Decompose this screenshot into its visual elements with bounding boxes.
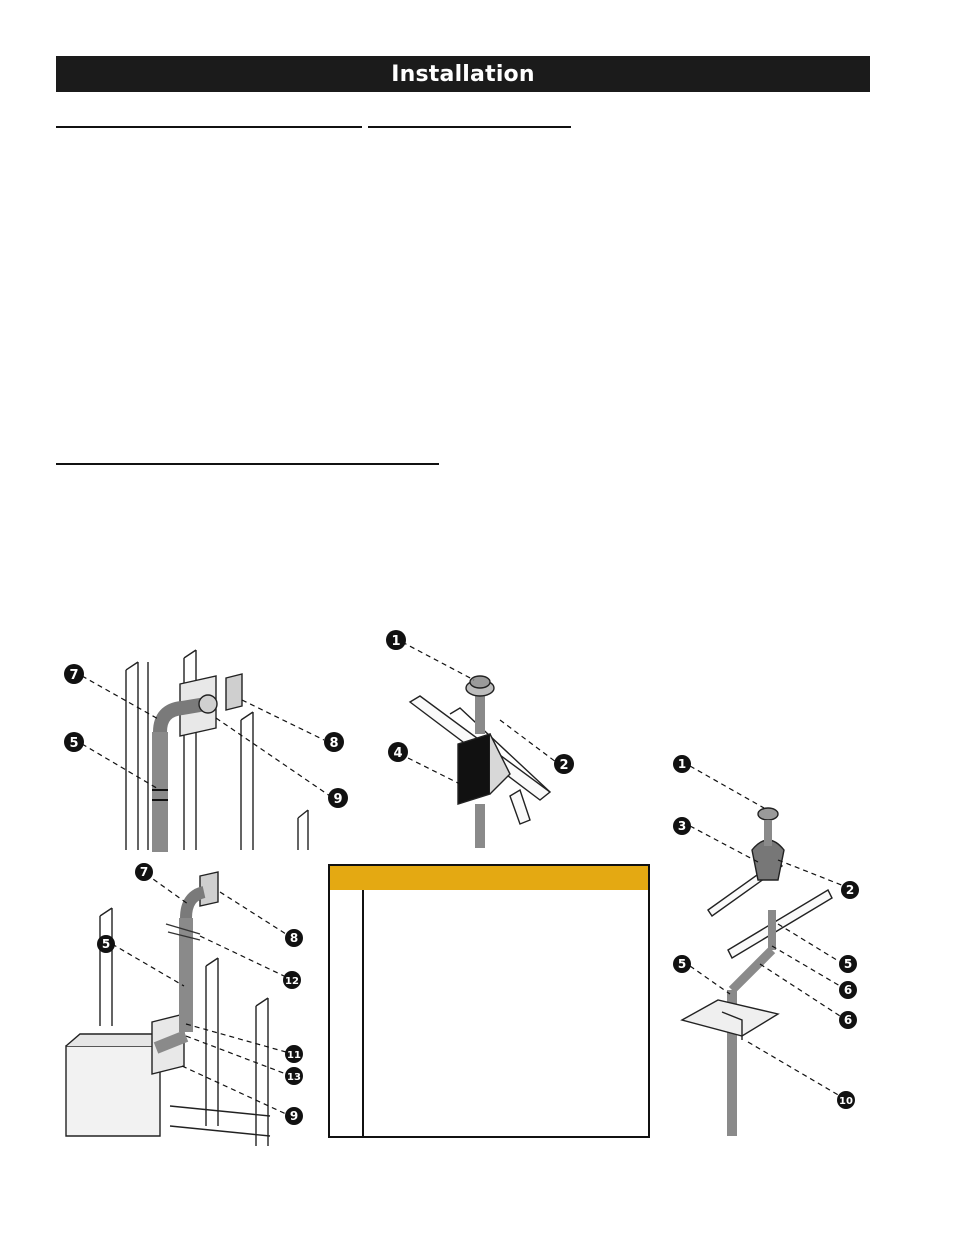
callout-number: 1 xyxy=(678,757,686,771)
callout-number: 11 xyxy=(287,1050,301,1061)
callout-number: 3 xyxy=(678,819,686,833)
callout-number: 4 xyxy=(393,746,402,761)
callout-number: 13 xyxy=(287,1072,301,1083)
parts-legend-column-divider xyxy=(362,890,364,1136)
callout-number: 7 xyxy=(69,668,78,683)
figure-roof-termination: 1 4 2 xyxy=(386,630,574,848)
figure-wall-pass-through: 7 8 5 12 11 13 9 xyxy=(65,863,303,1146)
figure-attic-offset: 1 3 2 5 6 6 5 10 xyxy=(673,755,859,1136)
heading-rule-1b xyxy=(368,126,571,128)
callout-number: 6 xyxy=(844,983,852,997)
callout-number: 5 xyxy=(102,937,110,951)
callout-number: 9 xyxy=(290,1109,298,1123)
callout-number: 9 xyxy=(333,792,342,807)
callout-number: 2 xyxy=(559,758,568,773)
callout-number: 12 xyxy=(285,976,299,987)
callout-number: 10 xyxy=(839,1096,853,1107)
callout-number: 5 xyxy=(844,957,852,971)
callout-number: 1 xyxy=(391,634,400,649)
section-title: Installation xyxy=(391,61,535,87)
parts-legend-header xyxy=(330,866,648,890)
heading-rule-1a xyxy=(56,126,362,128)
callout-number: 7 xyxy=(140,865,148,879)
callout-number: 2 xyxy=(846,883,854,897)
figure-wall-vertical-vent: 7 5 8 9 xyxy=(64,649,348,852)
heading-rule-2 xyxy=(56,463,439,465)
callout-group: 7 5 8 9 xyxy=(64,664,348,808)
callout-number: 5 xyxy=(678,957,686,971)
callout-number: 5 xyxy=(69,736,78,751)
section-header-bar: Installation xyxy=(56,56,870,92)
callout-number: 8 xyxy=(290,931,298,945)
callout-number: 6 xyxy=(844,1013,852,1027)
parts-legend-table xyxy=(328,864,650,1138)
callout-number: 8 xyxy=(329,736,338,751)
